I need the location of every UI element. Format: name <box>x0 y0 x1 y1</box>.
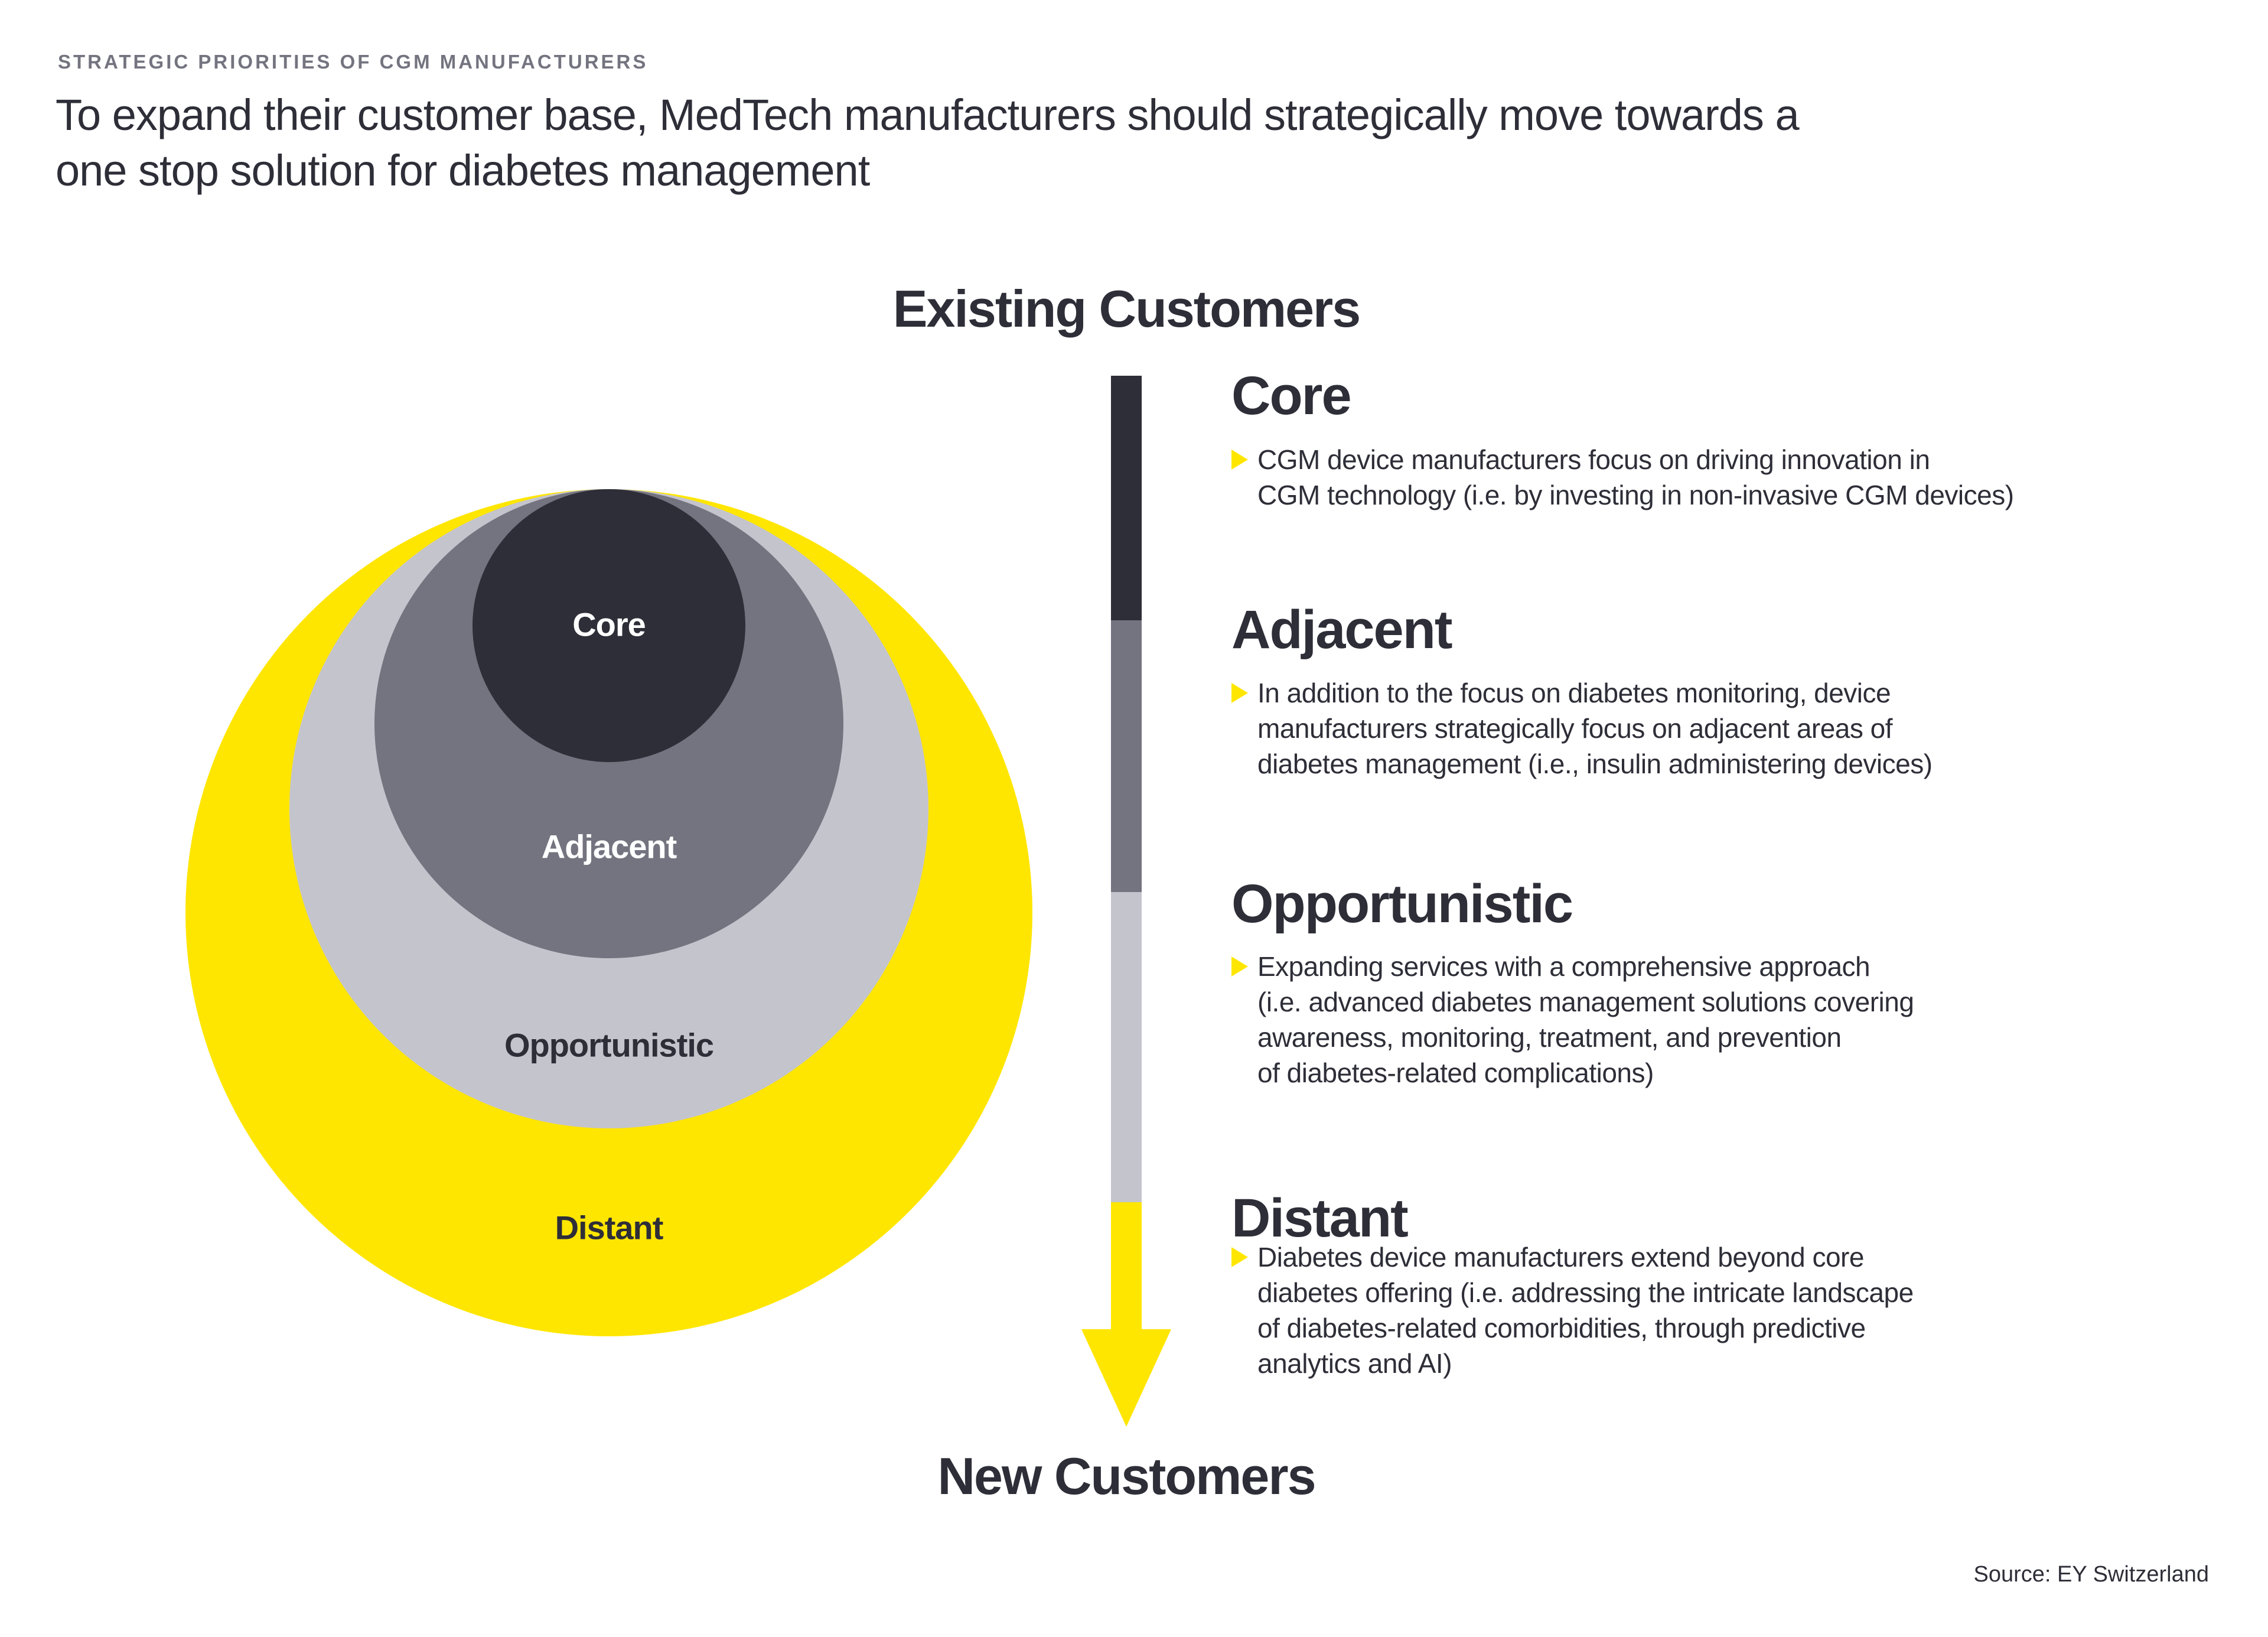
segmented-arrow <box>1111 376 1142 1329</box>
existing-customers-label: Existing Customers <box>892 279 1361 338</box>
bullet-triangle-icon <box>1231 1247 1248 1267</box>
circle-label-opportunistic: Opportunistic <box>504 1026 714 1064</box>
section-title-core: Core <box>1231 366 1352 426</box>
circle-label-core: Core <box>572 606 646 643</box>
bullet-text-adjacent: In addition to the focus on diabetes mon… <box>1257 678 1933 779</box>
page-title-line-2: one stop solution for diabetes managemen… <box>56 146 870 195</box>
arrow-head-icon <box>1081 1329 1171 1427</box>
page-title-line-1: To expand their customer base, MedTech m… <box>56 90 1800 139</box>
new-customers-label: New Customers <box>937 1447 1316 1505</box>
arrow-segment-opportunistic <box>1111 892 1142 1202</box>
section-bullet-adjacent: In addition to the focus on diabetes mon… <box>1231 675 2153 782</box>
bullet-triangle-icon <box>1231 450 1248 470</box>
eyebrow-kicker: STRATEGIC PRIORITIES OF CGM MANUFACTURER… <box>58 51 649 73</box>
bullet-text-opportunistic: Expanding services with a comprehensive … <box>1257 951 1914 1088</box>
circle-core <box>472 489 745 762</box>
arrow-segment-adjacent <box>1111 620 1142 892</box>
circle-label-distant: Distant <box>555 1209 664 1247</box>
section-bullet-opportunistic: Expanding services with a comprehensive … <box>1231 949 2153 1091</box>
section-title-adjacent: Adjacent <box>1231 600 1453 660</box>
bullet-text-core: CGM device manufacturers focus on drivin… <box>1257 444 2014 510</box>
circle-label-adjacent: Adjacent <box>541 828 677 865</box>
source-note: Source: EY Switzerland <box>1973 1562 2210 1587</box>
bullet-text-distant: Diabetes device manufacturers extend bey… <box>1257 1242 1914 1379</box>
section-title-distant: Distant <box>1231 1188 1409 1248</box>
page-title: To expand their customer base, MedTech m… <box>56 87 1800 198</box>
section-bullet-distant: Diabetes device manufacturers extend bey… <box>1231 1239 2153 1381</box>
arrow-segment-distant <box>1111 1202 1142 1329</box>
arrow-segment-core <box>1111 376 1142 620</box>
bullet-triangle-icon <box>1231 683 1248 703</box>
bullet-triangle-icon <box>1231 956 1248 977</box>
section-title-opportunistic: Opportunistic <box>1231 874 1573 934</box>
section-bullet-core: CGM device manufacturers focus on drivin… <box>1231 442 2153 513</box>
